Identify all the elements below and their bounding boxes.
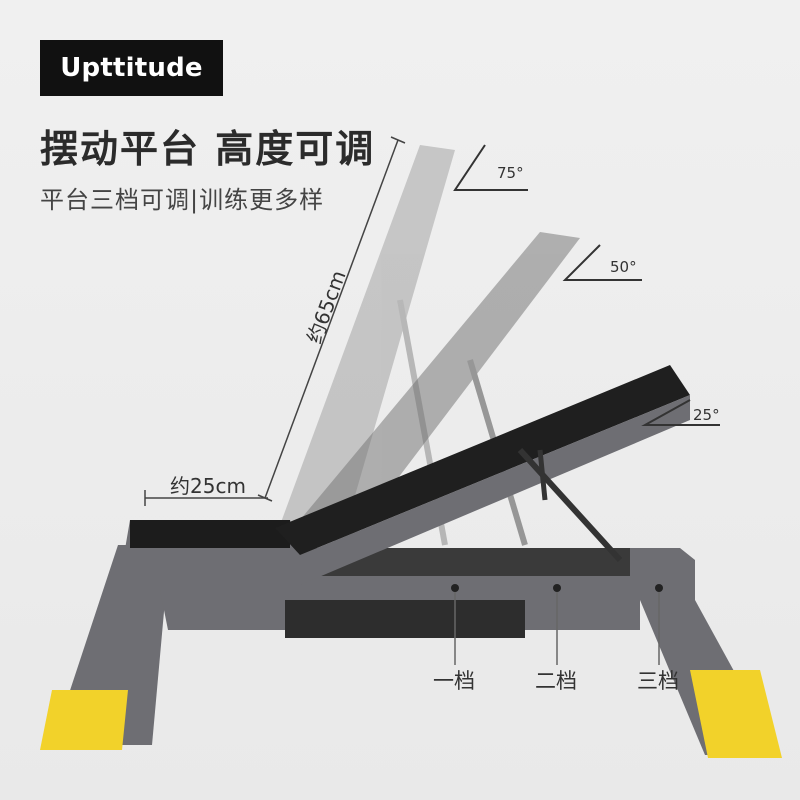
- width-label: 约25cm: [170, 474, 246, 498]
- length-label: 约65cm: [302, 267, 351, 347]
- angle-25-icon: 25°: [641, 399, 720, 426]
- angle-25-label: 25°: [693, 406, 720, 424]
- gear-3-label: 三档: [637, 669, 679, 693]
- gear-2-label: 二档: [535, 669, 577, 693]
- platform-base: [40, 520, 782, 758]
- page-title: 摆动平台 高度可调: [40, 127, 376, 171]
- page-subtitle: 平台三档可调|训练更多样: [40, 186, 325, 214]
- active-panel-25: [275, 365, 690, 585]
- brand-logo: Upttitude: [40, 40, 223, 96]
- gear-1-label: 一档: [433, 669, 475, 693]
- angle-50-icon: 50°: [562, 244, 642, 281]
- angle-75-label: 75°: [497, 164, 524, 182]
- angle-50-label: 50°: [610, 258, 637, 276]
- gear-markers: 一档 二档 三档: [433, 584, 679, 693]
- angle-75-icon: 75°: [453, 144, 528, 191]
- dimension-width: 约25cm: [144, 474, 268, 506]
- brand-logo-text: Upttitude: [60, 53, 203, 83]
